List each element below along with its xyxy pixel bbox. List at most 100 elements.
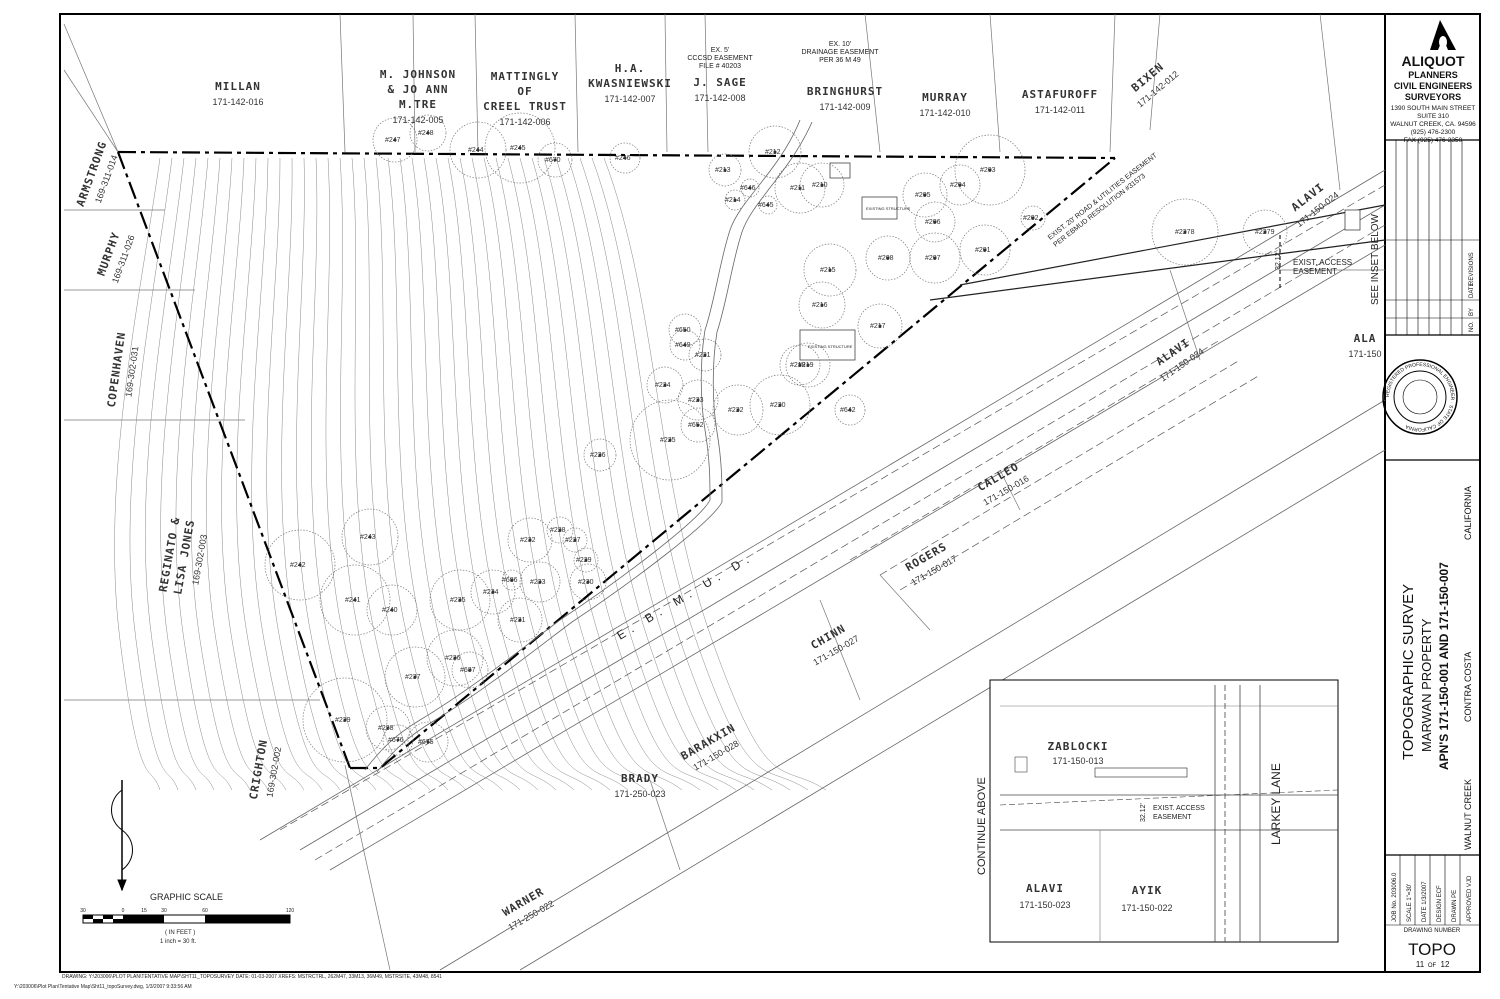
driveway-edge bbox=[364, 119, 801, 771]
tree-tag: #2279 bbox=[1255, 229, 1275, 236]
tree-canopy: #243 bbox=[341, 508, 399, 566]
tree-tag: #237 bbox=[405, 674, 421, 681]
owner-name: J. SAGE bbox=[693, 76, 746, 89]
owner-label: H.A. KWASNIEWSKI 171-142-007 bbox=[588, 62, 672, 104]
owner-name: ASTAFUROFF bbox=[1022, 88, 1098, 101]
tree-tag: #234 bbox=[483, 589, 499, 596]
sheet-total: 12 bbox=[1441, 960, 1450, 969]
driveway-edge bbox=[376, 121, 813, 773]
tree-canopy: #203 bbox=[954, 134, 1026, 206]
tree-canopy: #237 bbox=[384, 646, 446, 708]
drainage-easement-line-1: EX. 10' bbox=[829, 41, 851, 48]
tree-tag: #245 bbox=[510, 145, 526, 152]
tree-canopies: #247#248#244#245#670#246#213#212#211#210… bbox=[264, 112, 1288, 763]
tree-canopy: #205 bbox=[902, 172, 948, 218]
structures bbox=[799, 162, 1361, 361]
owner-name: M. JOHNSON bbox=[380, 68, 456, 81]
address-line-2: SUITE 310 bbox=[1417, 113, 1449, 120]
tree-tag: #202 bbox=[1023, 215, 1039, 222]
tree-canopy: #244 bbox=[449, 121, 507, 179]
tree-tag: #228 bbox=[550, 527, 566, 534]
tree-canopy: #233 bbox=[519, 561, 561, 603]
drainage-easement-line-3: PER 36 M 49 bbox=[819, 57, 861, 64]
owner-name: & JO ANN bbox=[388, 83, 449, 96]
tree-canopy: #2278 bbox=[1151, 198, 1219, 266]
road-centerlines bbox=[279, 184, 1386, 861]
sheet-border bbox=[59, 13, 1481, 973]
tree-canopy: #210 bbox=[799, 162, 845, 208]
tree-canopy: #213 bbox=[708, 153, 742, 187]
job-design: DESIGN ECF bbox=[1437, 885, 1443, 922]
tree-canopy: #245 bbox=[484, 112, 556, 184]
tree-tag: #247 bbox=[385, 137, 401, 144]
owner-name: MURRAY bbox=[922, 91, 968, 104]
owner-apn: 169-302-031 bbox=[123, 346, 140, 398]
inset-owner-zablocki: ZABLOCKI bbox=[1048, 740, 1109, 753]
inset-dimension: 32.12' bbox=[1140, 803, 1147, 822]
access-strip bbox=[929, 204, 1386, 301]
dimension-32-12: 32.12' bbox=[1275, 251, 1282, 270]
scale-tick-label: 120 bbox=[286, 908, 295, 914]
survey-subtitle: MARWAN PROPERTY bbox=[1419, 618, 1434, 752]
road-easement-line-2: PER EBMUD RESOLUTION #31573 bbox=[1052, 173, 1147, 249]
tree-canopy: #2279 bbox=[1242, 209, 1288, 255]
sheet-number: 11 bbox=[1416, 960, 1425, 969]
tree-tag: #221 bbox=[695, 352, 711, 359]
firm-line-3: SURVEYORS bbox=[1405, 92, 1461, 102]
tree-tag: #225 bbox=[660, 437, 676, 444]
tree-tag: #215 bbox=[820, 267, 836, 274]
tree-canopy: #219 bbox=[785, 342, 831, 388]
tree-tag: #236 bbox=[445, 655, 461, 662]
firm-name: ALIQUOT bbox=[1402, 53, 1465, 69]
owner-name: MATTINGLY bbox=[491, 70, 560, 83]
property-boundary bbox=[116, 150, 1116, 770]
location-state: CALIFORNIA bbox=[1463, 486, 1473, 540]
tree-tag: #229 bbox=[576, 557, 592, 564]
owner-apn: 171-142-011 bbox=[1035, 105, 1085, 115]
job-info-table bbox=[1385, 855, 1480, 926]
firm-line-2: CIVIL ENGINEERS bbox=[1394, 81, 1472, 91]
survey-apns: APN'S 171-150-001 AND 171-150-007 bbox=[1437, 562, 1451, 770]
owner-name: H.A. bbox=[615, 62, 646, 75]
road-easement-line-1: EXIST. 20' ROAD & UTILITIES EASEMENT bbox=[1047, 152, 1159, 242]
title-block: ALIQUOT PLANNERS CIVIL ENGINEERS SURVEYO… bbox=[1382, 20, 1480, 969]
tree-tag: #235 bbox=[450, 597, 466, 604]
existing-structure-label-2: EXISTING STRUCTURE bbox=[808, 344, 853, 349]
tree-tag: #227 bbox=[565, 537, 581, 544]
owner-apn: 171-142-006 bbox=[499, 117, 550, 127]
tree-canopy: #642 bbox=[834, 394, 866, 426]
tree-tag: #206 bbox=[925, 219, 941, 226]
sheet-of: OF bbox=[1428, 963, 1437, 969]
ebmud-label: E. B. M. U. D. bbox=[614, 550, 756, 643]
tree-canopy: #241 bbox=[319, 564, 391, 636]
tree-canopy: #220 bbox=[749, 374, 811, 436]
tree-tag: #670 bbox=[545, 157, 561, 164]
tree-canopy: #223 bbox=[677, 379, 719, 421]
tree-tag: #232 bbox=[520, 537, 536, 544]
ebmud-right-of-way bbox=[259, 169, 1386, 971]
inset-continue-above: CONTINUE ABOVE bbox=[976, 777, 988, 875]
owner-name: KWASNIEWSKI bbox=[588, 77, 672, 90]
tree-tag: #226 bbox=[590, 452, 606, 459]
scale-units: ( IN FEET ) bbox=[165, 930, 195, 936]
tree-tag: #208 bbox=[878, 255, 894, 262]
owner-apn: 171-142-007 bbox=[604, 94, 655, 104]
job-approved: APPROVED VJD bbox=[1467, 875, 1473, 922]
owner-apn: 171-142-008 bbox=[694, 93, 745, 103]
footer-drawing-path: DRAWING: Y:\203006\PLOT PLAN\TENTATIVE M… bbox=[62, 974, 442, 980]
scale-ratio: 1 inch = 30 ft. bbox=[160, 939, 197, 945]
plan-view: #247#248#244#245#670#246#213#212#211#210… bbox=[63, 13, 1386, 971]
access-easement-line-1: EXIST. ACCESS bbox=[1293, 258, 1352, 267]
owner-label: ASTAFUROFF 171-142-011 bbox=[1022, 88, 1098, 115]
tree-canopy: #214 bbox=[724, 189, 746, 211]
tree-canopy: #645 bbox=[758, 195, 778, 215]
firm-line-1: PLANNERS bbox=[1408, 70, 1458, 80]
